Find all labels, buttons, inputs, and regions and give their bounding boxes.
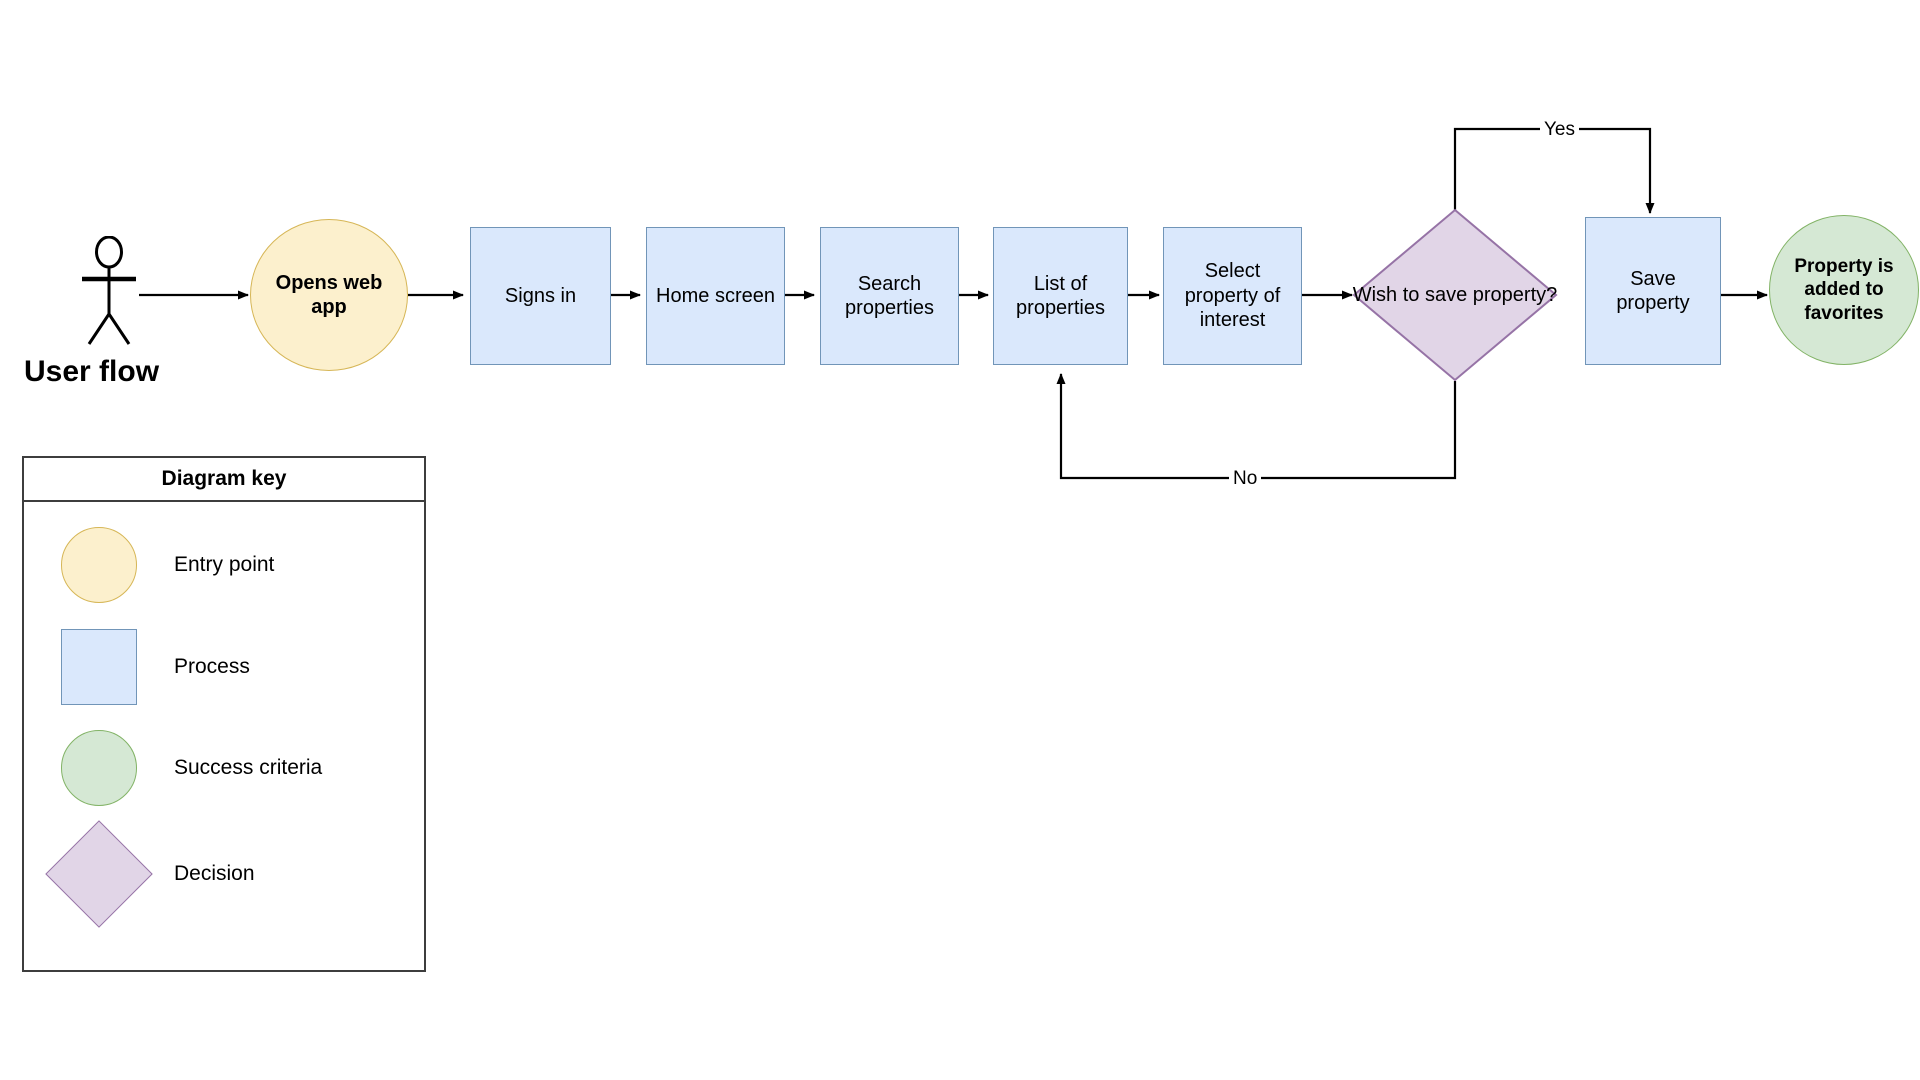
decision-label: Wish to save property? [1352, 283, 1558, 306]
decision-diamond-shape [1352, 208, 1558, 382]
legend-item-decision: Decision [24, 819, 424, 929]
legend-swatch-entry-point [24, 527, 174, 603]
node-select-property[interactable]: Select property of interest [1163, 227, 1302, 365]
edge-decision-no-to-list [1056, 373, 1457, 480]
node-signs-in[interactable]: Signs in [470, 227, 611, 365]
stick-figure-head [95, 235, 123, 269]
actor-user [74, 235, 144, 346]
legend-swatch-process [24, 629, 174, 705]
legend-label-success-criteria: Success criteria [174, 756, 323, 779]
stick-figure-leg-left [87, 313, 111, 345]
node-entry-point[interactable]: Opens web app [250, 219, 408, 371]
stick-figure-leg-right [107, 313, 131, 345]
node-list-of-properties[interactable]: List of properties [993, 227, 1128, 365]
success-criteria-circle-icon [61, 730, 137, 806]
legend-swatch-decision [24, 820, 174, 928]
decision-diamond-icon [45, 820, 153, 928]
legend-item-process: Process [24, 612, 424, 722]
entry-point-circle-icon [61, 527, 137, 603]
edge-label-no: No [1229, 468, 1262, 490]
stick-figure-icon [82, 235, 136, 345]
legend-label-entry-point: Entry point [174, 553, 275, 576]
legend-item-entry-point: Entry point [24, 510, 424, 620]
node-save-property[interactable]: Save property [1585, 217, 1721, 365]
legend-swatch-success-criteria [24, 730, 174, 806]
process-rect-icon [61, 629, 137, 705]
page-title: User flow [24, 355, 160, 388]
edge-decision-yes-to-save [1453, 127, 1655, 214]
legend-label-decision: Decision [174, 862, 255, 885]
node-property-added-favorites[interactable]: Property is added to favorites [1769, 215, 1919, 365]
legend-label-process: Process [174, 655, 250, 678]
node-decision-save-property[interactable]: Wish to save property? [1352, 208, 1558, 382]
legend-items: Entry point Process Success criteria Dec… [24, 502, 424, 970]
edge-label-yes: Yes [1540, 119, 1579, 141]
legend-item-success-criteria: Success criteria [24, 713, 424, 823]
legend-title: Diagram key [24, 458, 424, 502]
diagram-key-legend: Diagram key Entry point Process Success … [22, 456, 426, 972]
node-search-properties[interactable]: Search properties [820, 227, 959, 365]
node-home-screen[interactable]: Home screen [646, 227, 785, 365]
